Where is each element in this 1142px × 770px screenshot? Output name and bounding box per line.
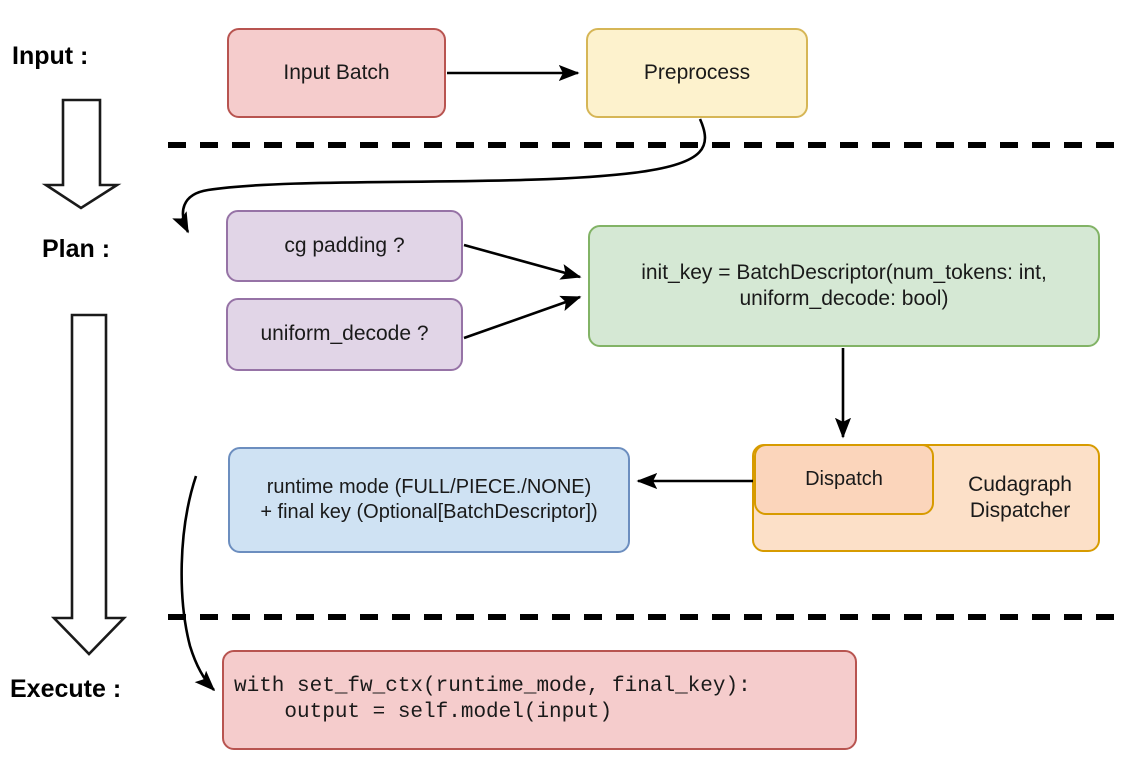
node-input-batch[interactable]: Input Batch: [227, 28, 446, 118]
edge-uniform-decode-to-init-key: [463, 295, 582, 340]
node-cg-padding[interactable]: cg padding ?: [226, 210, 463, 282]
node-cudagraph-dispatcher-label: Cudagraph Dispatcher: [968, 472, 1072, 522]
node-execute-code-label: with set_fw_ctx(runtime_mode, final_key)…: [234, 674, 751, 724]
node-execute-code[interactable]: with set_fw_ctx(runtime_mode, final_key)…: [222, 650, 857, 750]
stage-label-input: Input :: [12, 42, 89, 70]
node-runtime-mode[interactable]: runtime mode (FULL/PIECE./NONE) + final …: [228, 447, 630, 553]
node-input-batch-label: Input Batch: [283, 60, 390, 84]
stage-label-plan: Plan :: [42, 235, 111, 263]
stage-label-execute: Execute :: [10, 675, 122, 703]
input-to-plan-arrow: [41, 98, 122, 210]
node-preprocess[interactable]: Preprocess: [586, 28, 808, 118]
edge-runtime-mode-to-execute-code: [180, 475, 216, 692]
node-init-key-label: init_key = BatchDescriptor(num_tokens: i…: [641, 260, 1047, 310]
edge-cg-padding-to-init-key: [463, 243, 582, 280]
node-init-key[interactable]: init_key = BatchDescriptor(num_tokens: i…: [588, 225, 1100, 347]
node-runtime-mode-label: runtime mode (FULL/PIECE./NONE) + final …: [260, 476, 598, 523]
node-uniform-decode-label: uniform_decode ?: [260, 322, 429, 346]
node-dispatch-label: Dispatch: [805, 468, 883, 490]
node-dispatch[interactable]: Dispatch: [754, 444, 934, 515]
node-uniform-decode[interactable]: uniform_decode ?: [226, 298, 463, 371]
plan-to-execute-arrow: [50, 313, 128, 656]
node-preprocess-label: Preprocess: [643, 60, 751, 84]
node-cg-padding-label: cg padding ?: [284, 233, 405, 257]
